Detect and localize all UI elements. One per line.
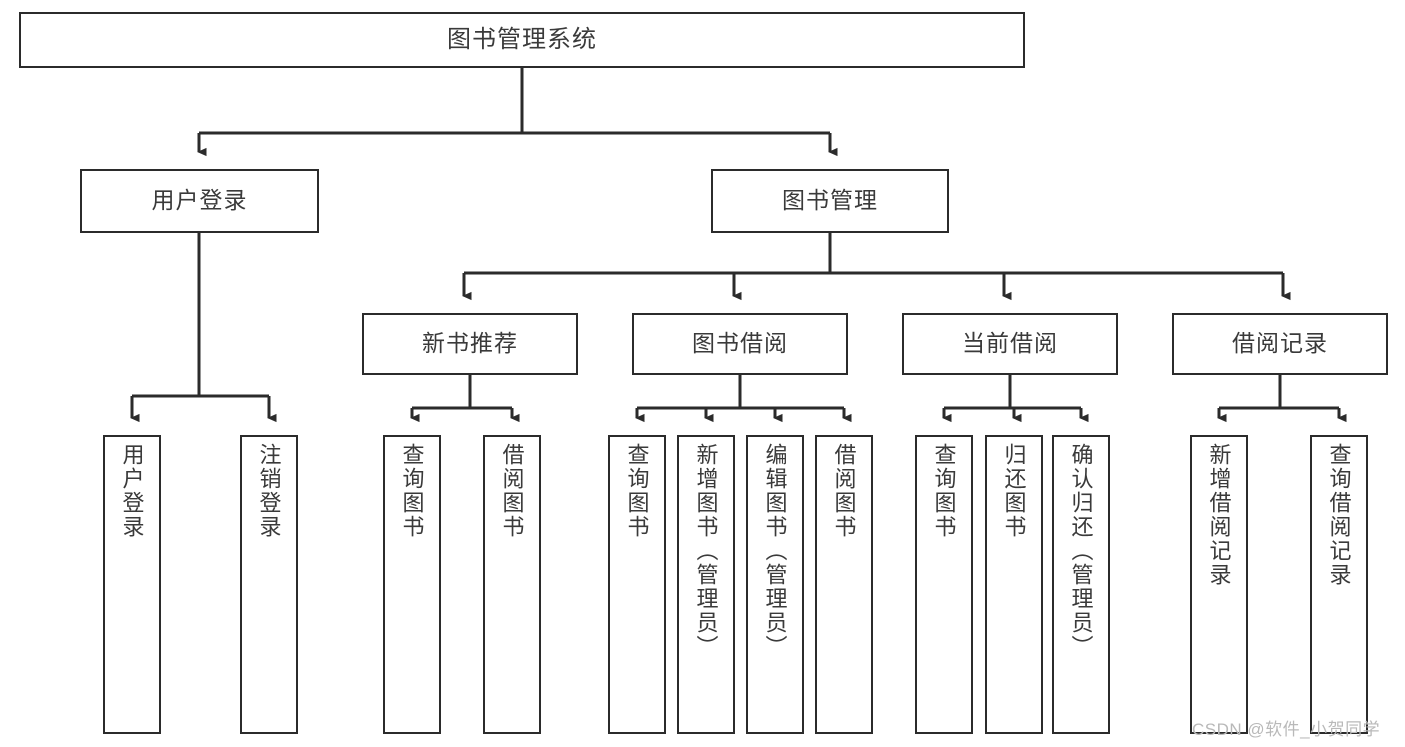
node-current-borrow-label: 当前借阅	[962, 330, 1058, 357]
node-borrow-records[interactable]: 借阅记录	[1172, 313, 1388, 375]
leaf-return-book[interactable]: 归还图书	[985, 435, 1043, 734]
watermark: CSDN @软件_小贺同学	[1192, 720, 1381, 739]
leaf-user-login-label: 用户登录	[119, 443, 145, 539]
leaf-query-books-borrow[interactable]: 查询图书	[608, 435, 666, 734]
leaf-borrow-book-label: 借阅图书	[831, 443, 857, 539]
node-book-borrow[interactable]: 图书借阅	[632, 313, 848, 375]
node-new-book-recommend-label: 新书推荐	[422, 330, 518, 357]
leaf-confirm-return-admin[interactable]: 确认归还（管理员）	[1052, 435, 1110, 734]
node-user-login-label: 用户登录	[151, 187, 248, 214]
leaf-borrow-books-recommend[interactable]: 借阅图书	[483, 435, 541, 734]
node-book-borrow-label: 图书借阅	[692, 330, 788, 357]
leaf-borrow-book[interactable]: 借阅图书	[815, 435, 873, 734]
leaf-add-borrow-record[interactable]: 新增借阅记录	[1190, 435, 1248, 734]
leaf-logout-login[interactable]: 注销登录	[240, 435, 298, 734]
node-current-borrow[interactable]: 当前借阅	[902, 313, 1118, 375]
leaf-logout-login-label: 注销登录	[256, 443, 282, 539]
leaf-add-book-admin-label: 新增图书（管理员）	[693, 443, 719, 659]
leaf-confirm-return-admin-label: 确认归还（管理员）	[1068, 443, 1094, 659]
leaf-edit-book-admin[interactable]: 编辑图书（管理员）	[746, 435, 804, 734]
leaf-query-books-current-label: 查询图书	[931, 443, 957, 539]
node-new-book-recommend[interactable]: 新书推荐	[362, 313, 578, 375]
leaf-query-books-recommend-label: 查询图书	[399, 443, 425, 539]
node-book-management[interactable]: 图书管理	[711, 169, 949, 233]
leaf-query-borrow-record-label: 查询借阅记录	[1326, 443, 1352, 587]
leaf-add-book-admin[interactable]: 新增图书（管理员）	[677, 435, 735, 734]
node-root-label: 图书管理系统	[447, 25, 597, 53]
node-borrow-records-label: 借阅记录	[1232, 330, 1328, 357]
leaf-user-login[interactable]: 用户登录	[103, 435, 161, 734]
node-book-management-label: 图书管理	[782, 187, 878, 214]
leaf-edit-book-admin-label: 编辑图书（管理员）	[762, 443, 788, 659]
node-root[interactable]: 图书管理系统	[19, 12, 1025, 68]
leaf-add-borrow-record-label: 新增借阅记录	[1206, 443, 1232, 587]
leaf-return-book-label: 归还图书	[1001, 443, 1027, 539]
leaf-query-borrow-record[interactable]: 查询借阅记录	[1310, 435, 1368, 734]
leaf-query-books-current[interactable]: 查询图书	[915, 435, 973, 734]
leaf-query-books-recommend[interactable]: 查询图书	[383, 435, 441, 734]
node-user-login[interactable]: 用户登录	[80, 169, 319, 233]
leaf-borrow-books-recommend-label: 借阅图书	[499, 443, 525, 539]
leaf-query-books-borrow-label: 查询图书	[624, 443, 650, 539]
